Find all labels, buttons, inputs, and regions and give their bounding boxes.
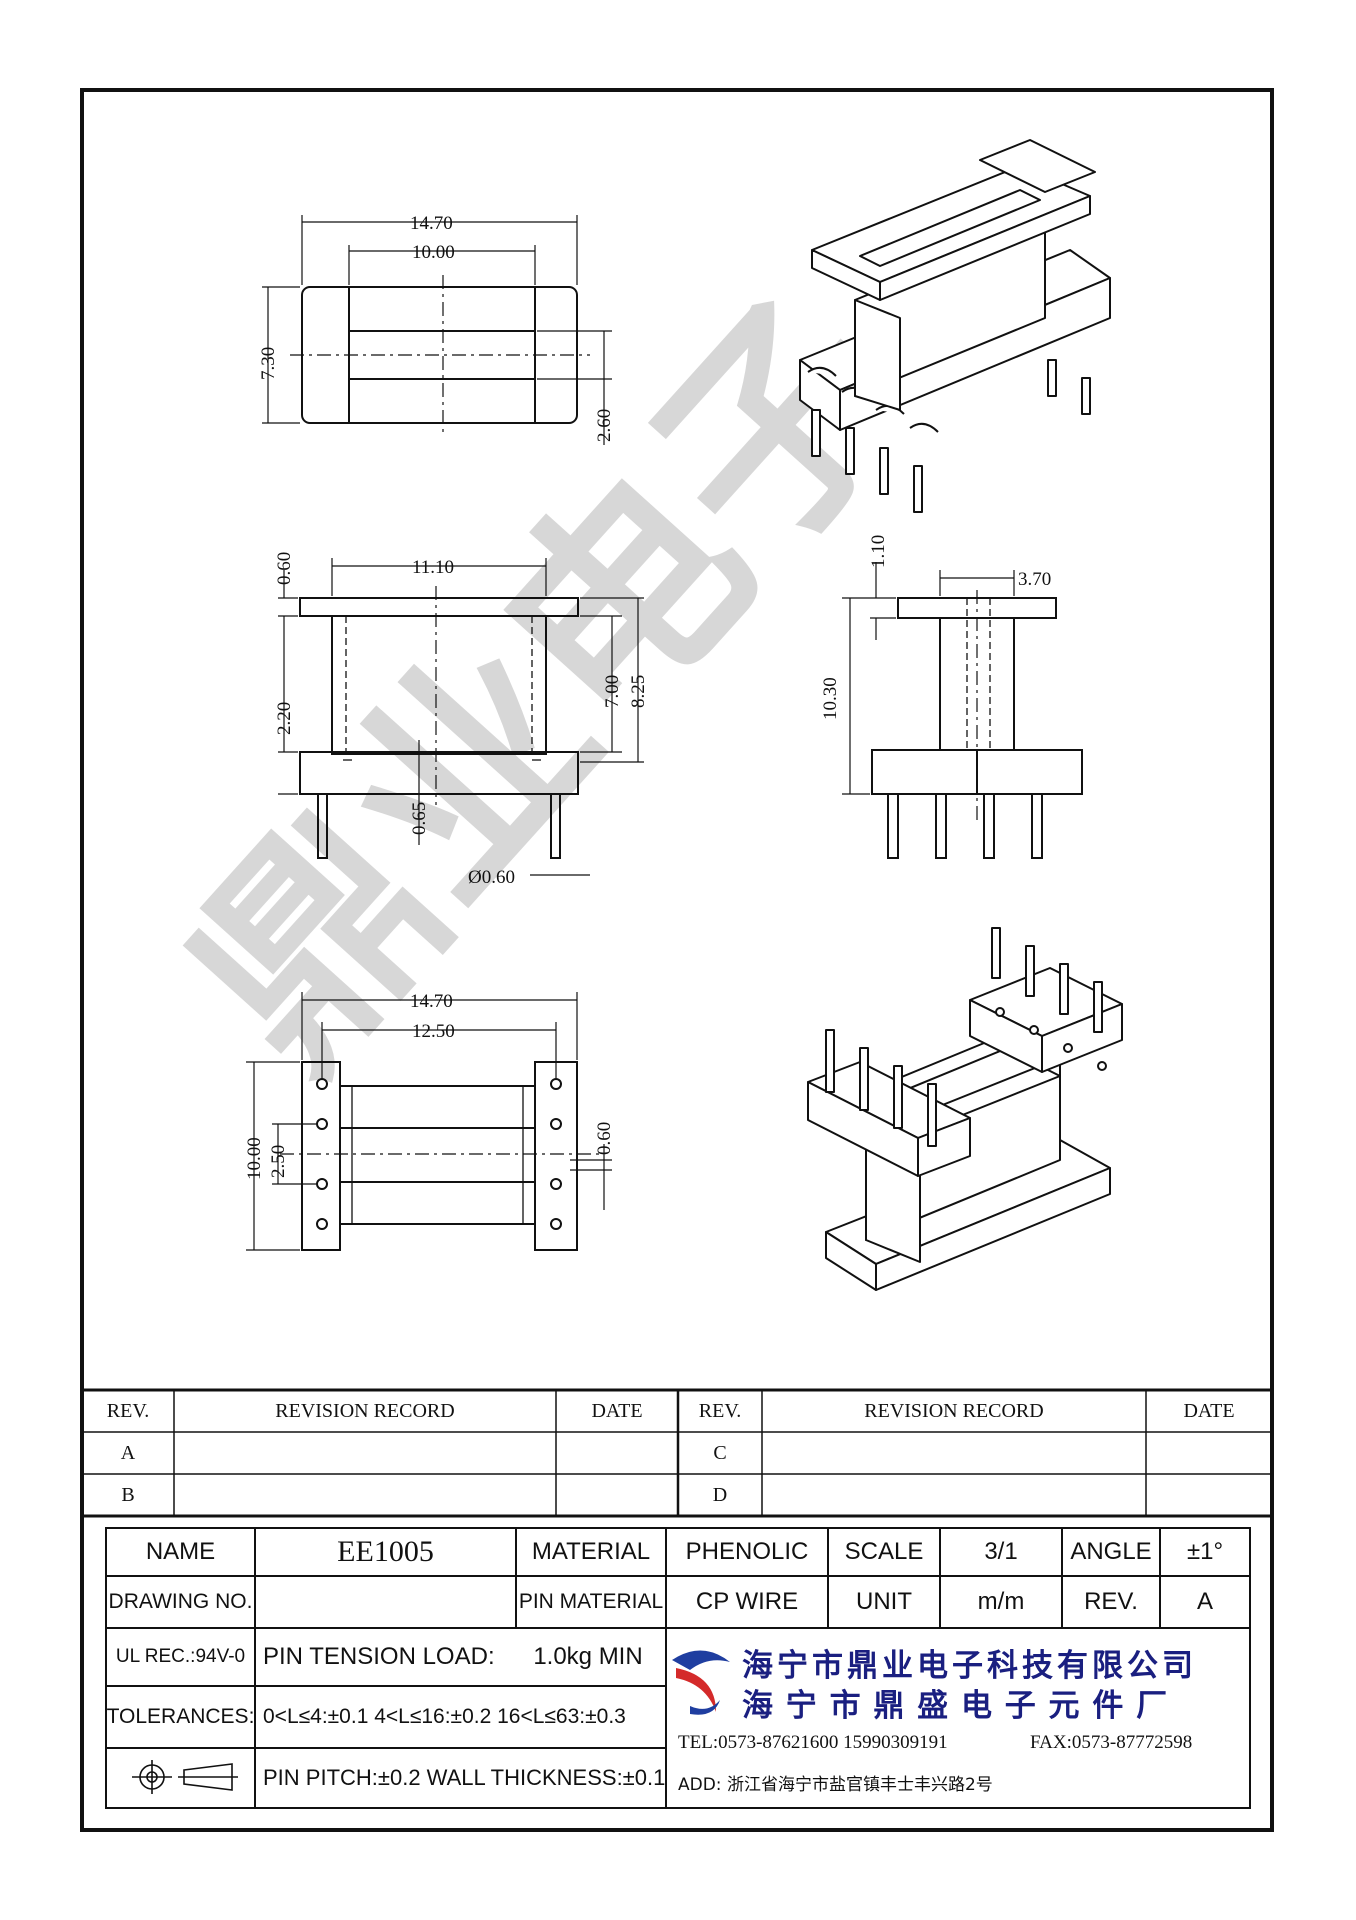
material-label: MATERIAL (531, 1538, 651, 1565)
dim-front-pin-dia: Ø0.60 (468, 867, 515, 888)
pin-tension-value: 1.0kg MIN (533, 1643, 643, 1670)
ul-rec: UL REC.:94V-0 (115, 1646, 246, 1667)
pin-material-value: CP WIRE (695, 1588, 799, 1615)
company-address: ADD: 浙江省海宁市盐官镇丰士丰兴路2号 (678, 1775, 993, 1795)
scale-label: SCALE (844, 1538, 924, 1565)
rev-header-2: REVISION RECORD (275, 1399, 455, 1422)
isometric-view-top (799, 139, 1111, 513)
dim-bottom-pin: 0.60 (594, 1122, 615, 1155)
rev-header-1: REV. (106, 1399, 150, 1422)
company-name-1: 海宁市鼎业电子科技有限公司 (742, 1648, 1197, 1684)
company-logo-icon (672, 1650, 730, 1715)
dim-front-flange-width: 11.10 (412, 557, 454, 578)
projection-symbol-icon (132, 1760, 238, 1794)
dim-bottom-pin-row: 12.50 (412, 1021, 455, 1042)
pin-pitch: PIN PITCH:±0.2 WALL THICKNESS:±0.1 (263, 1765, 666, 1790)
rev-row-d-id: D (712, 1483, 728, 1506)
name-label: NAME (145, 1538, 216, 1565)
angle-label: ANGLE (1070, 1538, 1152, 1565)
tolerances-label: TOLERANCES: (106, 1705, 255, 1728)
tolerances-value: 0<L≤4:±0.1 4<L≤16:±0.2 16<L≤63:±0.3 (263, 1705, 626, 1728)
dim-top-height: 7.30 (258, 347, 279, 380)
dim-side-top-thk: 1.10 (868, 535, 889, 568)
sheet-border (80, 88, 1274, 1832)
dim-bottom-height: 10.00 (244, 1137, 265, 1180)
unit-value: m/m (977, 1588, 1025, 1615)
rev-header-6: DATE (1183, 1399, 1235, 1422)
dim-side-height: 10.30 (820, 677, 841, 720)
rev-header-4: REV. (698, 1399, 742, 1422)
rev-row-a-id: A (120, 1441, 136, 1464)
bottom-view (246, 992, 612, 1251)
side-view (842, 562, 1083, 859)
rev-row-c-id: C (713, 1441, 727, 1464)
top-view (262, 215, 612, 445)
name-value: EE1005 (337, 1535, 434, 1568)
rev-row-b-id: B (121, 1483, 135, 1506)
drawing-no-label: DRAWING NO. (108, 1590, 253, 1613)
company-fax: FAX:0573-87772598 (1030, 1732, 1193, 1753)
dim-top-overall-width: 14.70 (410, 213, 453, 234)
isometric-view-bottom (807, 927, 1123, 1291)
company-name-2: 海 宁 市 鼎 盛 电 子 元 件 厂 (742, 1688, 1169, 1724)
scale-value: 3/1 (984, 1538, 1018, 1565)
dim-top-slot: 2.60 (594, 409, 615, 442)
title-block-grid (105, 1527, 1251, 1809)
dim-bottom-overall-width: 14.70 (410, 991, 453, 1012)
material-value: PHENOLIC (685, 1538, 809, 1565)
dim-front-flange-thk: 0.60 (274, 552, 295, 585)
company-tel: TEL:0573-87621600 15990309191 (678, 1732, 948, 1753)
pin-material-label: PIN MATERIAL (518, 1590, 664, 1613)
unit-label: UNIT (856, 1588, 912, 1615)
dim-front-base-offset: 0.65 (409, 802, 430, 835)
rev-header-3: DATE (591, 1399, 643, 1422)
pin-tension-label: PIN TENSION LOAD: (263, 1643, 495, 1670)
dim-front-inner-height: 7.00 (602, 675, 623, 708)
front-view (278, 558, 644, 876)
rev-header-5: REVISION RECORD (864, 1399, 1044, 1422)
rev-value: A (1196, 1588, 1213, 1615)
dim-bottom-pitch: 2.50 (268, 1145, 289, 1178)
dim-front-total-height: 8.25 (628, 675, 649, 708)
angle-value: ±1° (1186, 1538, 1224, 1565)
drawing-no-value (255, 1576, 516, 1628)
revision-table-grid (82, 1388, 1272, 1518)
dim-side-core-width: 3.70 (1018, 569, 1051, 590)
dim-front-gap: 2.20 (274, 702, 295, 735)
dim-top-window-width: 10.00 (412, 242, 455, 263)
rev-label: REV. (1084, 1588, 1138, 1615)
